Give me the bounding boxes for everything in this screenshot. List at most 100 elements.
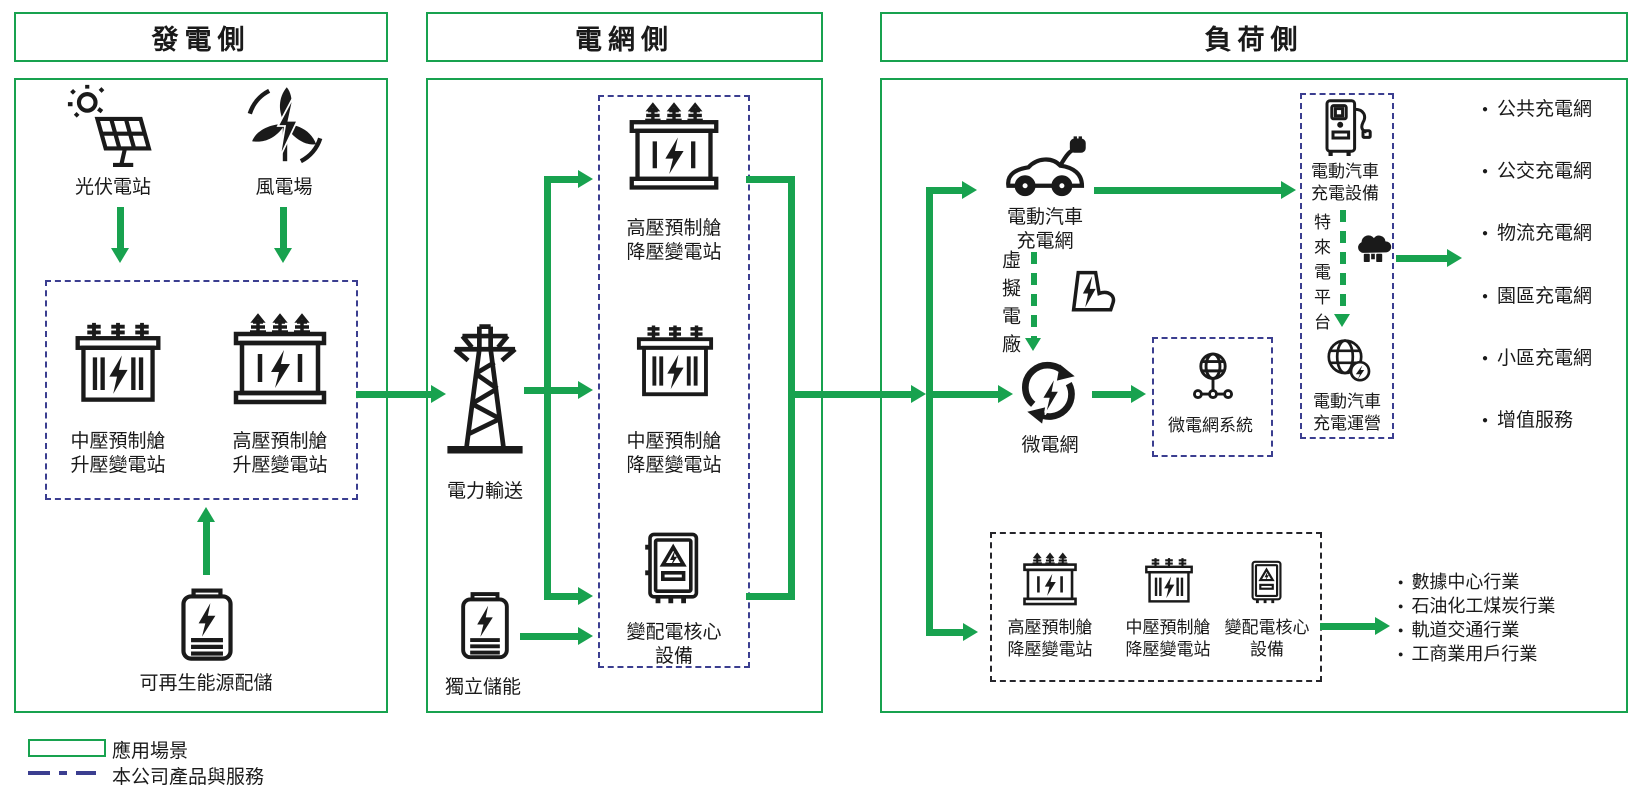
flow-pv-down: [117, 207, 124, 249]
grid-branch-bottom: [551, 593, 578, 600]
microgrid-system-box: [1152, 337, 1273, 457]
flow-grid-to-load-head: [911, 385, 926, 403]
flow-teld-dashed-head: [1334, 314, 1350, 327]
ev-products-box: [1300, 93, 1394, 439]
renewable-storage-label: 可再生能源配儲: [139, 673, 273, 694]
flow-pv-down-head: [111, 248, 129, 263]
generation-products-box: [45, 280, 358, 500]
flow-storage-up-head: [197, 507, 215, 522]
grid-products-box: [598, 95, 750, 668]
industry-item: 軌道交通行業: [1398, 616, 1519, 642]
flow-platform-to-networks: [1396, 255, 1447, 262]
load-branch-top: [933, 187, 962, 194]
flow-storage-to-core-head: [578, 627, 593, 645]
legend-products-dash: [59, 771, 67, 775]
wind-farm-label: 風電場: [255, 177, 313, 198]
transmission-tower-icon: [438, 310, 532, 458]
solar-panel-icon: [66, 84, 160, 176]
grid-branch-top-head: [578, 170, 593, 188]
flow-microgrid-to-system: [1092, 391, 1131, 398]
load-title: 負荷側: [1204, 24, 1304, 55]
mv-stepdown-transformer-icon: [632, 318, 718, 412]
hv-stepup-transformer-icon: [230, 308, 330, 420]
ev-car-icon: [1000, 133, 1092, 205]
load-branch-line: [926, 187, 933, 636]
flow-storage-up: [203, 521, 210, 575]
cloud-charging-icon: [1350, 228, 1396, 274]
power-transmission-label: 電力輸送: [446, 481, 523, 502]
hv-stepdown-transformer-icon: [626, 98, 722, 204]
flow-wind-down: [280, 207, 287, 249]
pv-station-label: 光伏電站: [74, 177, 151, 198]
flow-teld-dashed: [1340, 210, 1346, 314]
distribution-cabinet-icon: [634, 522, 714, 614]
charging-network-item: 小區充電網: [1482, 343, 1592, 370]
industry-item: 數據中心行業: [1398, 568, 1519, 594]
ev-charger-icon: [1314, 96, 1376, 162]
load-core-equipment-label: 變配電核心 設備: [1224, 618, 1310, 659]
legend-products-dash: [28, 771, 50, 775]
load-cabinet-icon: [1243, 553, 1291, 611]
grid-branch-mid: [524, 387, 578, 394]
standalone-storage-battery-icon: [446, 582, 524, 670]
load-branch-top-head: [962, 181, 977, 199]
load-mv-transformer-icon: [1142, 554, 1196, 612]
flow-wind-down-head: [274, 248, 292, 263]
standalone-storage-label: 獨立儲能: [444, 677, 521, 698]
charging-network-item: 增值服務: [1482, 405, 1573, 432]
load-hv-stepdown-label: 高壓預制艙 降壓變電站: [1007, 618, 1093, 659]
power-plant-icon: [1062, 260, 1120, 320]
microgrid-label: 微電網: [1021, 435, 1079, 456]
flow-vpp-dashed: [1031, 252, 1037, 338]
grid-branch-top: [551, 176, 578, 183]
grid-core-equipment-label: 變配電核心 設備: [626, 622, 722, 667]
mv-stepup-label: 中壓預制艙 升壓變電站: [70, 431, 166, 476]
load-hv-transformer-icon: [1021, 551, 1079, 613]
ev-charging-equipment-label: 電動汽車 充電設備: [1311, 162, 1379, 203]
charging-network-item: 公交充電網: [1482, 156, 1592, 183]
flow-storage-to-core: [520, 633, 578, 640]
microgrid-icon: [1014, 356, 1088, 432]
load-branch-mid-head: [998, 385, 1013, 403]
grid-out-bottom: [746, 593, 795, 600]
grid-hv-stepdown-label: 高壓預制艙 降壓變電站: [626, 218, 722, 263]
globe-bolt-icon: [1318, 331, 1378, 391]
charging-network-item: 公共充電網: [1482, 94, 1592, 121]
wind-turbine-icon: [241, 80, 329, 172]
legend-application-scenario-swatch: [28, 739, 106, 757]
flow-microgrid-to-system-head: [1131, 385, 1146, 403]
grid-box: [426, 78, 823, 713]
flow-grid-to-load: [788, 391, 911, 398]
grid-branch-bottom-head: [578, 587, 593, 605]
charging-network-item: 物流充電網: [1482, 218, 1592, 245]
legend-application-scenario-label: 應用場景: [112, 741, 189, 762]
globe-network-icon: [1184, 346, 1242, 412]
flow-car-to-equipment: [1094, 187, 1281, 194]
ev-charging-network-label: 電動汽車 充電網: [1006, 207, 1083, 252]
grid-mv-stepdown-label: 中壓預制艙 降壓變電站: [626, 431, 722, 476]
flow-car-to-equipment-head: [1281, 181, 1296, 199]
virtual-power-plant-label: 虛擬電廠: [999, 250, 1020, 362]
hv-stepup-label: 高壓預制艙 升壓變電站: [232, 431, 328, 476]
industry-item: 工商業用戶行業: [1398, 640, 1537, 666]
load-mv-stepdown-label: 中壓預制艙 降壓變電站: [1125, 618, 1211, 659]
legend-products-dash: [76, 771, 96, 775]
grid-out-top: [746, 176, 795, 183]
grid-out-line: [788, 176, 795, 600]
generation-header: 發電側: [14, 12, 388, 62]
microgrid-system-label: 微電網系統: [1168, 416, 1253, 435]
flow-gen-to-grid-head: [431, 385, 446, 403]
flow-gen-to-grid: [356, 391, 432, 398]
mv-stepup-transformer-icon: [70, 314, 166, 420]
load-branch-mid: [933, 391, 998, 398]
grid-title: 電網側: [575, 24, 674, 55]
industry-item: 石油化工煤炭行業: [1398, 592, 1555, 618]
load-header: 負荷側: [880, 12, 1628, 62]
teld-platform-label: 特來電平台: [1311, 213, 1330, 338]
load-branch-bottom-head: [963, 623, 978, 641]
generation-title: 發電側: [151, 24, 251, 55]
grid-header: 電網側: [426, 12, 823, 62]
grid-branch-mid-head: [578, 381, 593, 399]
storage-battery-icon: [165, 578, 249, 672]
